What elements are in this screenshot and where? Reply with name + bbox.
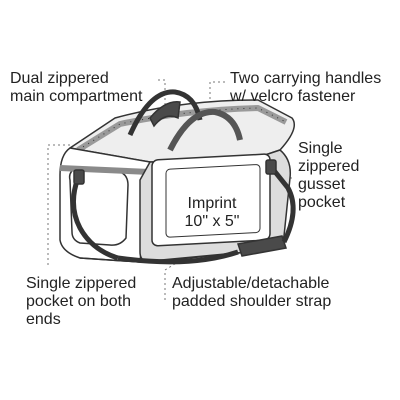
leader-handles — [209, 81, 225, 105]
leader-strap — [164, 261, 179, 300]
bag-body — [59, 99, 295, 263]
strap-right — [270, 166, 296, 244]
label-shoulder-strap: Adjustable/detachable padded shoulder st… — [172, 275, 332, 310]
strap-clip-right — [265, 159, 277, 175]
label-gusset-pocket: Single zippered gusset pocket — [298, 140, 360, 211]
strap-bottom — [117, 249, 239, 265]
leader-end-pocket — [47, 144, 70, 265]
imprint-size: 10" x 5" — [185, 213, 240, 230]
strap-pad — [237, 235, 287, 257]
label-carrying-handles: Two carrying handles w/ velcro fastener — [230, 70, 382, 105]
strap-clip-left — [73, 169, 85, 185]
strap-left — [71, 177, 119, 261]
shoulder-strap — [71, 159, 296, 265]
label-main-compartment: Dual zippered main compartment — [10, 70, 143, 105]
handle-front — [167, 108, 243, 152]
imprint-text: Imprint — [188, 195, 237, 212]
label-end-pockets: Single zippered pocket on both ends — [26, 275, 137, 328]
handle-back — [127, 89, 203, 137]
imprint-area — [165, 164, 261, 238]
end-strap-band — [59, 165, 151, 175]
handle-wrap — [149, 101, 181, 128]
carry-handles — [127, 89, 243, 152]
